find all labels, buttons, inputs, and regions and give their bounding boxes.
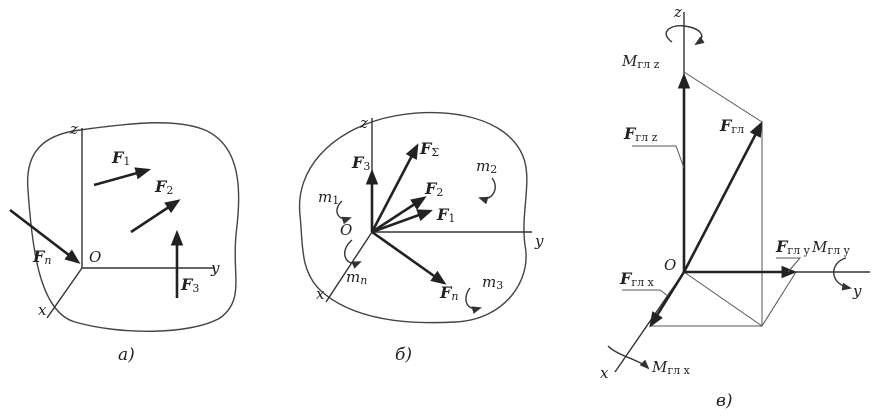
x-label-a: x xyxy=(38,301,47,319)
label-m2-b: m2 xyxy=(476,157,497,176)
label-f2-a: F2 xyxy=(154,177,173,197)
x-label-b: x xyxy=(316,285,325,303)
label-mn-b: mn xyxy=(346,268,367,287)
caption-b: б) xyxy=(395,345,412,365)
origin-label-a: O xyxy=(89,248,101,266)
x-label-c: x xyxy=(600,364,609,382)
y-label-b: y xyxy=(534,232,544,250)
label-m1-b: m1 xyxy=(318,188,339,207)
label-fn-a: Fn xyxy=(32,247,51,267)
label-m3-b: m3 xyxy=(482,273,503,292)
origin-label-c: O xyxy=(664,256,676,274)
y-label-c: y xyxy=(852,282,862,300)
panel-c: z y x O Fгл Fгл z Fгл y Fгл x Mгл xyxy=(600,3,870,411)
leader-fgly-c xyxy=(776,257,802,273)
label-fglz-c: Fгл z xyxy=(623,124,658,144)
moment-arrow-m3-b xyxy=(465,287,482,314)
moment-arrow-mglx-c xyxy=(607,345,650,370)
vector-f1-a xyxy=(93,167,152,187)
vector-fgl-c xyxy=(682,121,763,273)
caption-a: а) xyxy=(118,345,135,365)
label-fsum-b: FΣ xyxy=(419,139,439,159)
label-mglx-c: Mгл x xyxy=(651,358,691,377)
body-outline-b xyxy=(298,111,528,324)
moment-arrow-m1-b xyxy=(336,200,352,225)
moment-arrow-mn-b xyxy=(343,239,362,269)
vector-fglx-c xyxy=(649,271,686,328)
y-label-a: y xyxy=(210,259,220,277)
label-f3-a: F3 xyxy=(180,275,199,295)
vector-fn-a xyxy=(9,208,81,264)
origin-label-b: O xyxy=(340,221,352,239)
vector-f2-b xyxy=(371,196,427,234)
panel-a: z y x O F1 F2 F3 Fn а) xyxy=(9,120,240,365)
moment-arrow-mgly-c xyxy=(833,257,852,291)
vector-f1-b xyxy=(371,209,433,234)
moment-arrow-mglz-c xyxy=(665,25,705,46)
label-fn-b: Fn xyxy=(439,283,458,303)
label-fgly-c: Fгл y xyxy=(775,237,811,257)
leader-fglx-c xyxy=(622,289,669,297)
label-mglz-c: Mгл z xyxy=(621,52,660,71)
label-f3-b: F3 xyxy=(351,153,370,173)
label-mgly-c: Mгл y xyxy=(811,238,851,257)
vector-fsum-b xyxy=(370,143,419,233)
label-f2-b: F2 xyxy=(424,179,443,199)
construction-diagonal-c xyxy=(683,271,763,327)
z-label-a: z xyxy=(69,120,78,138)
vector-fn-b xyxy=(371,230,447,285)
body-outline-a xyxy=(26,122,240,332)
vector-f2-a xyxy=(130,199,181,234)
label-fgl-c: Fгл xyxy=(719,116,744,136)
leader-fglz-c xyxy=(632,145,685,169)
panel-b: z y x O F3 FΣ F2 F1 Fn m1 m2 xyxy=(298,111,544,365)
label-f1-b: F1 xyxy=(436,205,455,225)
label-fglx-c: Fгл x xyxy=(619,269,655,289)
x-axis-b xyxy=(325,231,373,303)
x-axis-a xyxy=(46,267,83,319)
z-label-c: z xyxy=(673,3,682,21)
moment-arrow-m2-b xyxy=(478,177,496,205)
z-label-b: z xyxy=(359,114,368,132)
caption-c: в) xyxy=(716,391,733,411)
label-f1-a: F1 xyxy=(111,148,130,168)
